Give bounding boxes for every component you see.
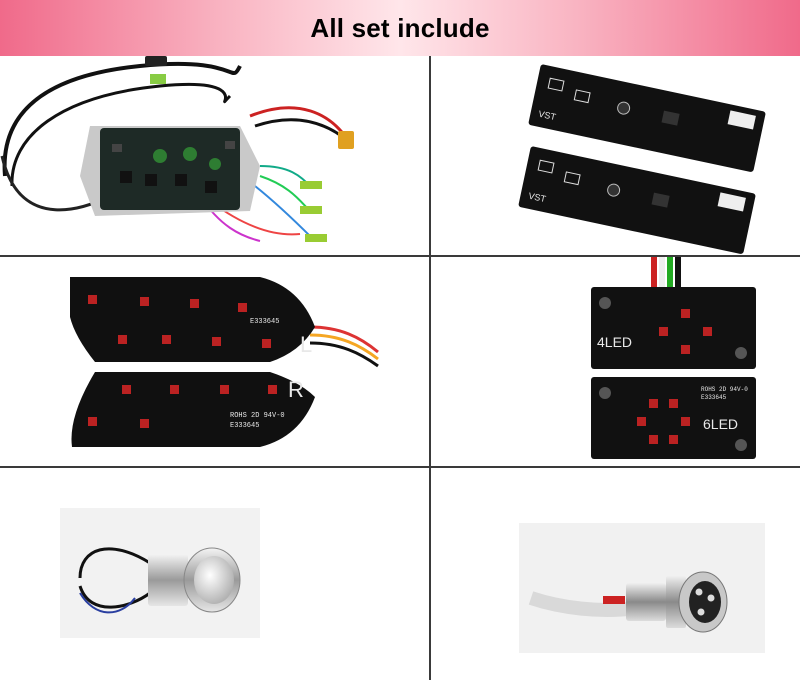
tail-label-l: L <box>300 332 312 357</box>
product-grid: VST VST <box>0 56 800 680</box>
connector-right-1 <box>300 181 322 189</box>
switch-body <box>148 554 188 606</box>
led-4-label: 4LED <box>597 334 632 350</box>
cell-tail-light-board: L R E333645 ROHS 2D 94V-0 E333645 <box>0 257 429 466</box>
led-6-label: 6LED <box>703 416 738 432</box>
cell-driver-boards: VST VST <box>431 56 800 255</box>
driver-board-top <box>528 64 766 172</box>
driver-brand-bottom: VST <box>528 191 548 205</box>
tail-board-right <box>71 372 315 447</box>
cell-aviation-connector <box>431 468 800 680</box>
led-board-6 <box>591 377 756 459</box>
driver-brand-top: VST <box>538 109 558 123</box>
tail-board-left <box>70 277 315 362</box>
banner-title: All set include <box>310 12 490 43</box>
connector-top <box>145 56 167 66</box>
xt60-connector <box>338 131 354 149</box>
led-boards-image: 4LED 6LED ROHS 2D 94V-0 E333645 <box>591 257 756 459</box>
driver-board-bottom <box>518 146 756 254</box>
header-banner: All set include <box>0 0 800 56</box>
cell-push-switch <box>0 468 429 680</box>
tail-cert-top: E333645 <box>250 318 279 326</box>
grid-divider-vertical <box>429 56 431 680</box>
connector-body <box>626 583 666 621</box>
main-pcb <box>100 128 240 210</box>
grid-divider-horizontal-1 <box>0 255 800 257</box>
main-board-image <box>0 56 354 242</box>
connector-right-2 <box>300 206 322 214</box>
tail-light-image: L R E333645 ROHS 2D 94V-0 E333645 <box>70 277 379 447</box>
led-board-4 <box>591 287 756 369</box>
push-switch-image <box>60 508 260 638</box>
cell-main-board <box>0 56 429 255</box>
led-cert: E333645 <box>701 394 727 401</box>
driver-boards-image: VST VST <box>518 64 766 254</box>
aviation-connector-image <box>519 523 765 653</box>
connector-right-3 <box>305 234 327 242</box>
led-rohs: ROHS 2D 94V-0 <box>701 386 748 393</box>
switch-cap <box>194 556 234 604</box>
tail-cert-bottom: E333645 <box>230 422 259 430</box>
cell-led-boards: 4LED 6LED ROHS 2D 94V-0 E333645 <box>431 257 800 466</box>
tail-label-r: R <box>288 377 304 402</box>
tail-rohs: ROHS 2D 94V-0 <box>230 412 285 420</box>
connector-top-green <box>150 74 166 84</box>
grid-divider-horizontal-2 <box>0 466 800 468</box>
